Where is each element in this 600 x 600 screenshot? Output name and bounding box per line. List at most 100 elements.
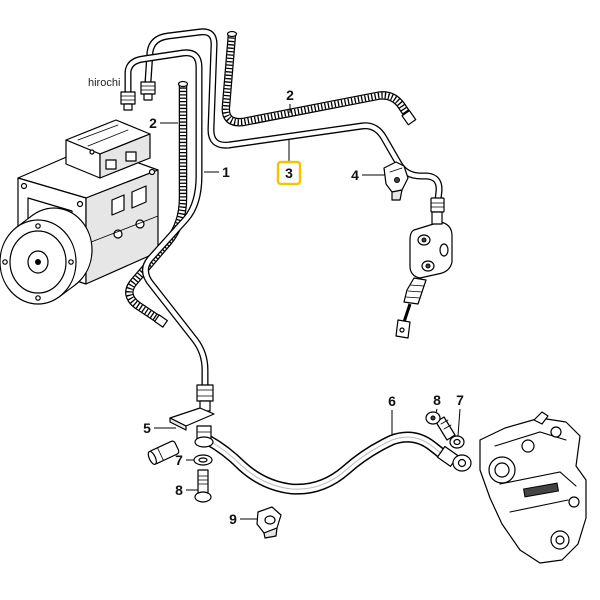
callout-8-right[interactable]: 8 (433, 392, 441, 414)
callout-3-label[interactable]: 3 (285, 165, 293, 181)
brake-pipe-2-lower-detail (154, 314, 168, 328)
clip-9-detail (263, 527, 278, 539)
brake-pipe-2-lower-detail (177, 80, 189, 88)
abs-unit-detail (77, 124, 119, 141)
callout-5[interactable]: 5 (143, 420, 176, 436)
callout-2-lower-label[interactable]: 2 (149, 115, 157, 131)
callout-7-right-leader (457, 408, 461, 437)
clip-4-detail (383, 161, 409, 193)
master-cylinder-detail (431, 211, 443, 225)
abs-motor-detail (35, 259, 41, 265)
master-cylinder-detail (407, 290, 423, 293)
bracket-5-detail (169, 417, 187, 431)
callout-8-right-leader (435, 408, 438, 414)
abs-motor-detail (68, 259, 74, 265)
callout-8-left-label[interactable]: 8 (175, 482, 183, 498)
brake-pipe-2-upper (226, 32, 417, 126)
callout-7-right-label[interactable]: 7 (456, 392, 464, 408)
callout-4[interactable]: 4 (351, 167, 385, 183)
abs-unit-detail (111, 194, 125, 216)
banjo-bolt-8-right (425, 411, 456, 441)
clip-9-detail (264, 515, 276, 525)
callout-4-label[interactable]: 4 (351, 167, 359, 183)
abs-unit-detail (131, 185, 147, 209)
washer-7-left (193, 454, 213, 466)
callout-7-left[interactable]: 7 (175, 452, 194, 468)
callout-8-left[interactable]: 8 (175, 482, 198, 498)
master-cylinder (395, 197, 453, 339)
callout-2-upper-label[interactable]: 2 (286, 87, 294, 103)
callout-2-upper[interactable]: 2 (286, 87, 294, 113)
clip-4-detail (389, 167, 403, 173)
master-cylinder-detail (405, 296, 421, 299)
abs-pipe-fittings-detail (123, 103, 133, 111)
master-cylinder-detail (403, 277, 427, 305)
banjo-bolt-8-left (194, 469, 212, 503)
abs-unit-detail (105, 159, 117, 170)
bracket-5-detail (147, 440, 180, 465)
abs-pipe-fittings (120, 81, 156, 111)
abs-unit-detail (89, 149, 95, 155)
washer-7-left-detail (198, 457, 208, 463)
callout-2-lower[interactable]: 2 (149, 115, 178, 131)
pipe-end-fitting-detail (196, 384, 214, 402)
brake-pipe-2-lower (129, 80, 189, 328)
master-cylinder-detail (439, 243, 449, 257)
brake-caliper-detail (522, 482, 560, 498)
callout-6-label[interactable]: 6 (388, 393, 396, 409)
callout-7-right[interactable]: 7 (456, 392, 464, 437)
watermark-text: hirochi (88, 77, 120, 89)
abs-motor-detail (2, 259, 8, 265)
callout-9[interactable]: 9 (229, 511, 258, 527)
callout-3-highlight-box[interactable] (276, 160, 302, 186)
banjo-bolt-8-left-detail (197, 469, 209, 495)
brake-caliper-detail (499, 471, 577, 487)
abs-unit-detail (20, 182, 28, 190)
brake-caliper-detail (568, 496, 580, 508)
abs-unit-detail (76, 200, 84, 208)
bracket-5 (147, 407, 215, 465)
brake-caliper-detail (509, 499, 569, 513)
abs-unit-detail (148, 168, 156, 176)
abs-unit-detail (125, 151, 137, 162)
brake-hose-6-detail (457, 458, 467, 468)
master-cylinder-detail (430, 197, 445, 213)
abs-unit (0, 119, 159, 305)
master-cylinder-detail (409, 284, 425, 287)
brake-caliper-detail (494, 462, 510, 478)
brake-caliper (479, 411, 587, 564)
abs-pipe-fittings-detail (140, 81, 156, 95)
abs-pipe-fittings-detail (143, 93, 153, 101)
washer-7-right (449, 435, 465, 449)
pipe-end-fitting (196, 384, 214, 412)
clip-4-detail (391, 189, 403, 201)
master-cylinder-detail (399, 327, 405, 333)
brake-pipe-2-upper-detail (401, 110, 417, 126)
banjo-bolt-8-right-detail (440, 419, 449, 425)
brake-hose-6-detail (208, 437, 446, 489)
brake-caliper-detail (555, 535, 565, 545)
callout-1[interactable]: 1 (204, 164, 230, 180)
bracket-5-detail-detail (157, 447, 164, 461)
master-cylinder-detail (421, 237, 427, 243)
washer-7-right-detail (453, 438, 461, 446)
abs-unit-detail (85, 215, 159, 245)
brake-hose-6-detail (194, 436, 214, 448)
brake-hose-6 (194, 425, 472, 489)
callout-1-label[interactable]: 1 (222, 164, 230, 180)
callout-7-left-label[interactable]: 7 (175, 452, 183, 468)
callout-8-right-label[interactable]: 8 (433, 392, 441, 408)
brake-caliper-detail (533, 411, 549, 425)
bracket-5-detail-detail (147, 450, 157, 465)
callout-5-label[interactable]: 5 (143, 420, 151, 436)
banjo-bolt-8-right-detail (430, 415, 436, 421)
abs-motor-detail (35, 295, 41, 301)
callout-6[interactable]: 6 (388, 393, 396, 435)
banjo-bolt-8-right-detail (443, 424, 452, 430)
abs-unit-detail (87, 129, 129, 147)
brake-caliper-detail (521, 439, 535, 453)
callout-3[interactable]: 3 (276, 139, 302, 186)
callout-9-label[interactable]: 9 (229, 511, 237, 527)
clip-4 (383, 161, 409, 201)
